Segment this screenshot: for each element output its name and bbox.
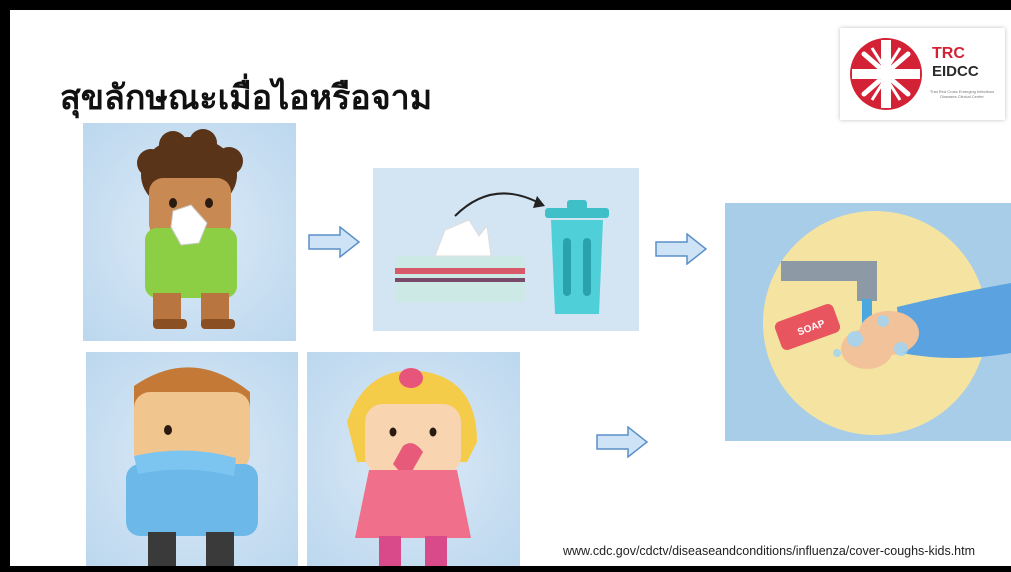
trc-eidcc-logo: TRC EIDCC Thai Red Cross Emerging Infect… xyxy=(840,28,1005,120)
boy-coughing-elbow-image xyxy=(86,352,298,566)
logo-tagline: Thai Red Cross Emerging Infectious Disea… xyxy=(929,89,995,99)
handwashing-image: SOAP xyxy=(725,203,1011,441)
boy-elbow-illustration xyxy=(126,367,258,566)
right-arrow-icon xyxy=(655,233,707,265)
logo-name: TRC EIDCC xyxy=(932,45,979,80)
red-cross-emblem-icon xyxy=(850,38,922,110)
logo-name-line2: EIDCC xyxy=(932,63,979,80)
slide: สุขลักษณะเมื่อไอหรือจาม TRC EIDCC Thai R… xyxy=(10,10,1011,566)
child-sneezing-tissue-image xyxy=(83,123,296,341)
tissue-trash-illustration xyxy=(395,192,609,314)
right-arrow-icon xyxy=(596,426,648,458)
child-tissue-illustration xyxy=(137,129,243,329)
logo-name-line1: TRC xyxy=(932,45,965,62)
slide-title: สุขลักษณะเมื่อไอหรือจาม xyxy=(60,78,433,118)
right-arrow-icon xyxy=(308,226,360,258)
girl-sleeve-illustration xyxy=(347,368,477,566)
tissue-to-trash-image xyxy=(373,168,639,331)
source-link[interactable]: www.cdc.gov/cdctv/diseaseandconditions/i… xyxy=(563,544,976,558)
girl-coughing-sleeve-image xyxy=(307,352,520,566)
handwashing-illustration: SOAP xyxy=(763,211,1011,435)
